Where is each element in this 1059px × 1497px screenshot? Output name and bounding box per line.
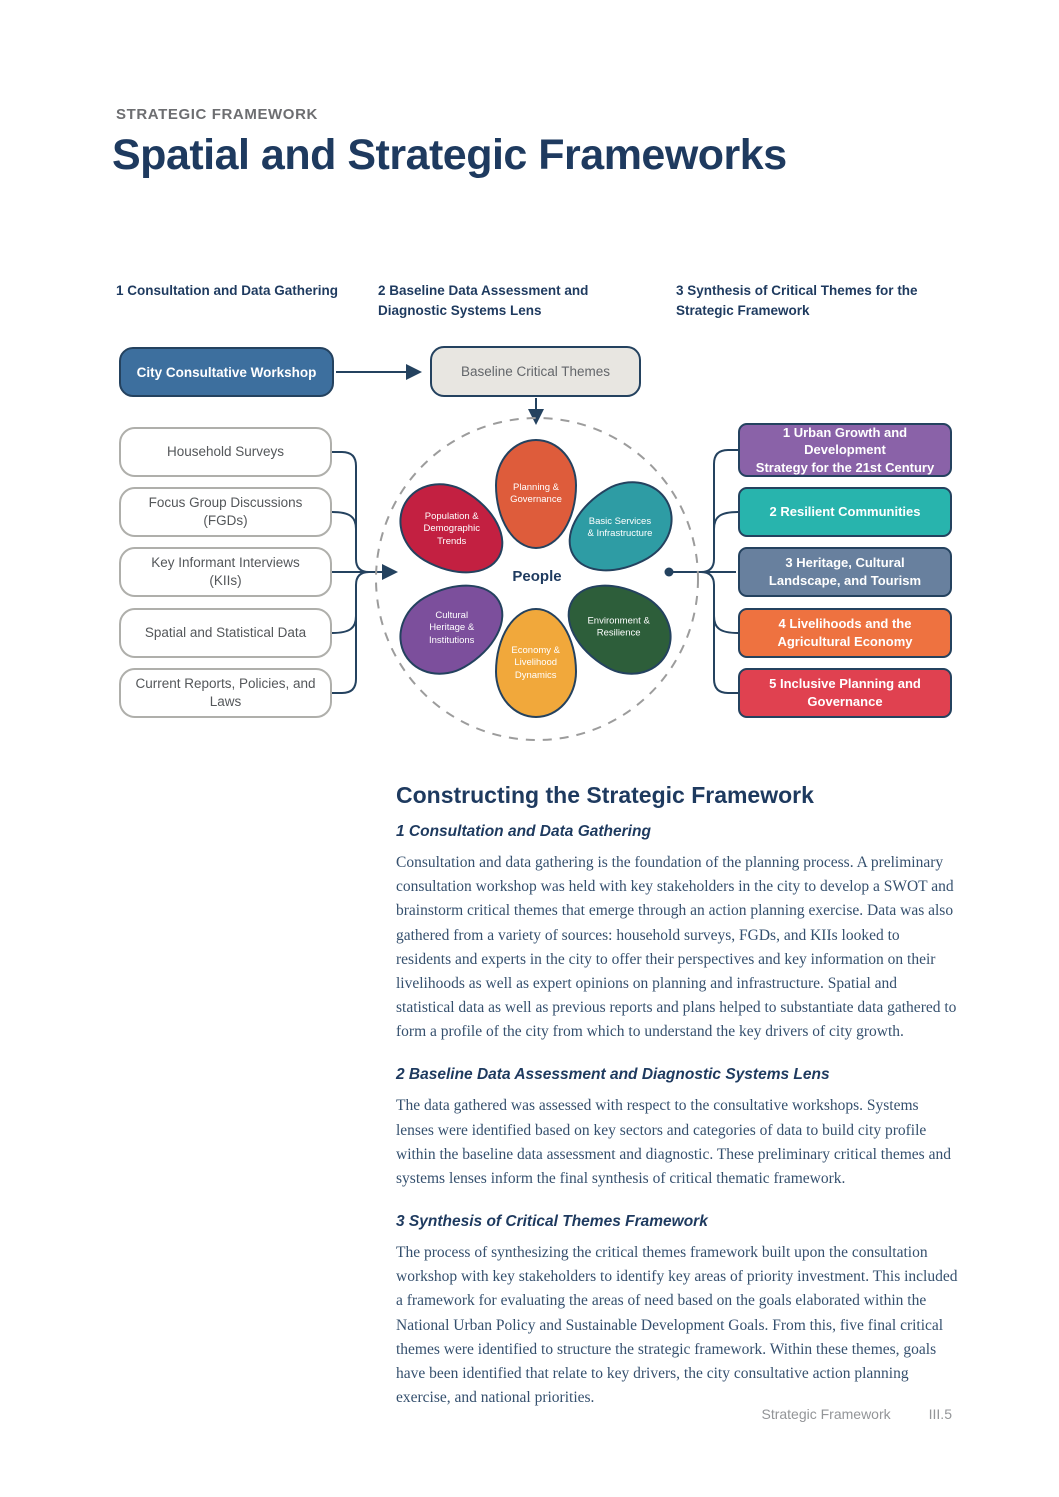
- petal-environment-resilience-label: Environment & Resilience: [587, 615, 651, 639]
- petal-planning-governance-label: Planning & Governance: [510, 481, 562, 505]
- connector-output-4: [713, 615, 739, 634]
- page-footer: Strategic Framework III.5: [640, 1406, 952, 1422]
- petal-economy-livelihood-dynamics-label: Economy & Livelihood Dynamics: [511, 644, 561, 681]
- article: Constructing the Strategic Framework 1 C…: [396, 782, 958, 1410]
- article-paragraph-3: The process of synthesizing the critical…: [396, 1244, 958, 1407]
- connector-source-2: [331, 511, 357, 530]
- article-paragraph-2: The data gathered was assessed with resp…: [396, 1097, 951, 1187]
- circle-exit-dot: [664, 567, 674, 577]
- column-header-1: 1 Consultation and Data Gathering: [116, 283, 339, 298]
- footer-section-label: Strategic Framework: [761, 1406, 891, 1422]
- source-box-household-surveys: Household Surveys: [119, 427, 332, 477]
- column-header-2: 2 Baseline Data Assessment and Diagnosti…: [378, 283, 589, 319]
- page-title: Spatial and Strategic Frameworks: [112, 131, 787, 179]
- theme-box-resilient-communities: 2 Resilient Communities: [738, 487, 952, 537]
- connector-source-5: [332, 571, 370, 694]
- column-header-3: 3 Synthesis of Critical Themes for the S…: [676, 283, 918, 319]
- baseline-critical-themes-box: Baseline Critical Themes: [430, 346, 641, 397]
- connector-output-1: [700, 449, 738, 573]
- footer-page-number: III.5: [928, 1406, 952, 1422]
- connector-output-2: [713, 511, 739, 530]
- connector-source-4: [331, 615, 357, 634]
- petal-cultural-heritage-institutions-label: Cultural Heritage & Institutions: [429, 609, 475, 646]
- article-subheading-2: 2 Baseline Data Assessment and Diagnosti…: [396, 1066, 830, 1084]
- city-consultative-workshop-box: City Consultative Workshop: [119, 347, 334, 397]
- circle-center-label: People: [512, 568, 562, 585]
- theme-box-inclusive-planning: 5 Inclusive Planning and Governance: [738, 668, 952, 718]
- petal-economy-livelihood-dynamics: Economy & Livelihood Dynamics: [495, 608, 577, 718]
- article-subheading-3: 3 Synthesis of Critical Themes Framework: [396, 1213, 708, 1231]
- connector-output-5: [700, 571, 738, 694]
- article-subheading-1: 1 Consultation and Data Gathering: [396, 823, 651, 840]
- petal-population-demographic-trends-label: Population & Demographic Trends: [423, 511, 481, 548]
- source-box-spatial-statistical-data: Spatial and Statistical Data: [119, 608, 332, 658]
- article-paragraph-1: Consultation and data gathering is the f…: [396, 854, 957, 1041]
- petal-basic-services-infrastructure-label: Basic Services & Infrastructure: [587, 515, 653, 539]
- section-eyebrow: STRATEGIC FRAMEWORK: [116, 106, 318, 123]
- petal-planning-governance: Planning & Governance: [495, 439, 577, 549]
- theme-box-heritage-tourism: 3 Heritage, Cultural Landscape, and Tour…: [738, 547, 952, 597]
- source-box-fgds: Focus Group Discussions (FGDs): [119, 487, 332, 537]
- source-box-current-reports: Current Reports, Policies, and Laws: [119, 668, 332, 718]
- theme-box-livelihoods-agriculture: 4 Livelihoods and the Agricultural Econo…: [738, 608, 952, 658]
- connector-source-1: [332, 451, 370, 573]
- source-box-kiis: Key Informant Interviews (KIIs): [119, 547, 332, 597]
- article-heading: Constructing the Strategic Framework: [396, 782, 814, 808]
- theme-box-urban-growth: 1 Urban Growth and Development Strategy …: [738, 423, 952, 477]
